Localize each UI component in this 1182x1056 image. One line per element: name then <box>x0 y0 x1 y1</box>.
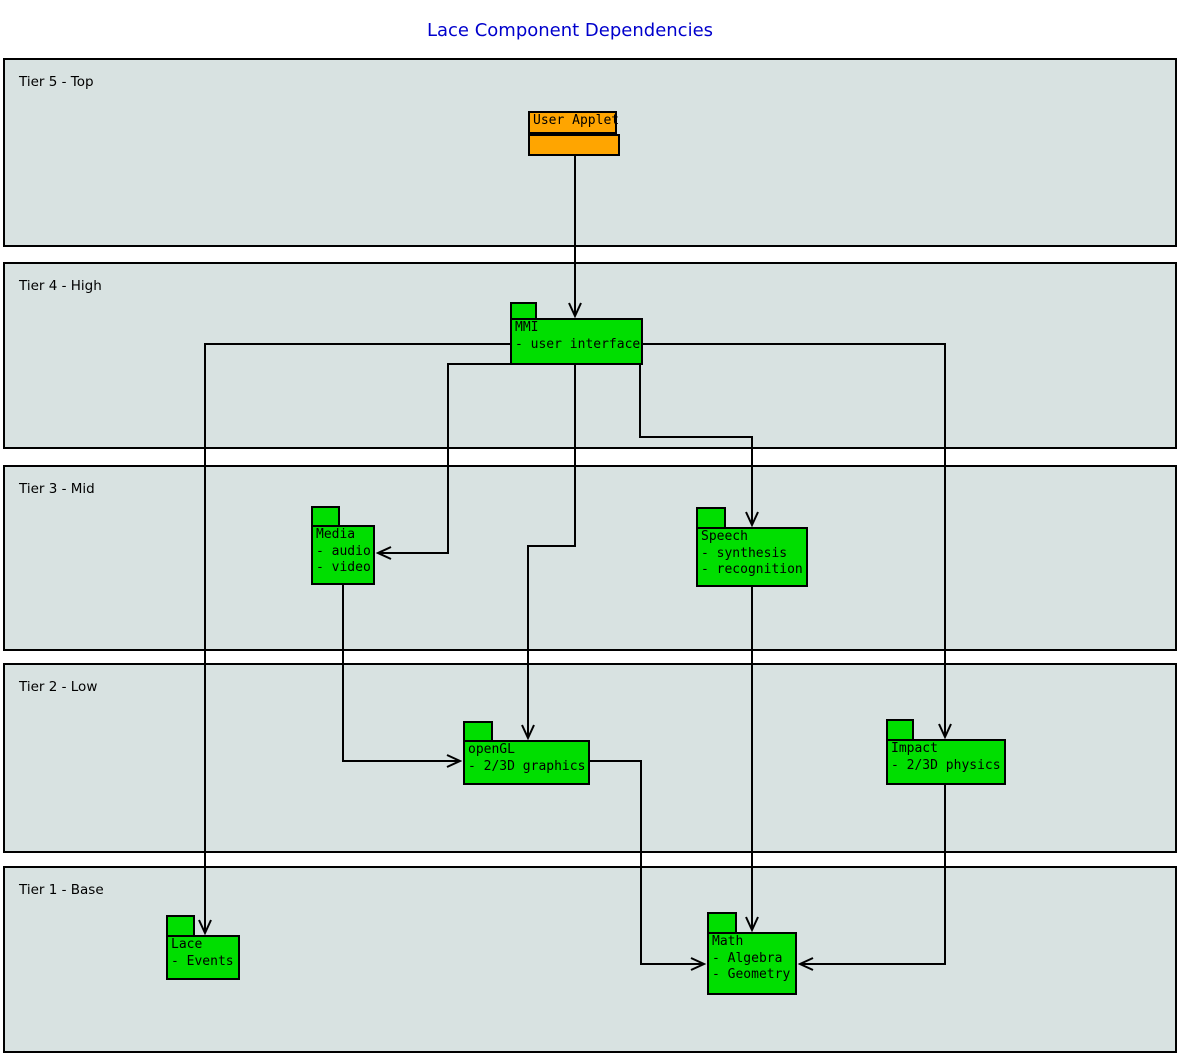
component-label-mmi: MMI - user interface <box>515 320 641 352</box>
edge-mmi-to-impact <box>643 343 946 737</box>
tier-label-tier-4: Tier 4 - High <box>19 278 102 294</box>
tier-label-tier-3: Tier 3 - Mid <box>19 481 95 497</box>
component-body-user-applet <box>528 134 620 156</box>
component-tab-speech <box>696 507 726 529</box>
component-body-lace <box>166 935 240 980</box>
arrowhead-media-to-opengl <box>446 754 463 768</box>
component-label-math: Math - Algebra - Geometry <box>712 934 791 982</box>
arrowhead-mmi-to-impact <box>938 723 952 740</box>
tier-band-tier-3: Tier 3 - Mid <box>3 465 1177 651</box>
component-body-opengl <box>463 740 590 785</box>
component-tab-lace <box>166 915 195 937</box>
diagram-title: Lace Component Dependencies <box>426 20 714 41</box>
edge-mmi-to-speech <box>639 365 753 525</box>
tier-label-tier-5: Tier 5 - Top <box>19 74 94 90</box>
tier-label-tier-2: Tier 2 - Low <box>19 679 98 695</box>
edge-impact-to-math <box>800 785 946 965</box>
arrowhead-mmi-to-speech <box>745 511 759 528</box>
component-tab-impact <box>886 719 914 741</box>
component-body-speech <box>696 527 808 587</box>
arrowhead-impact-to-math <box>797 957 814 971</box>
component-label-lace: Lace - Events <box>171 937 234 969</box>
arrowhead-user-applet-to-mmi <box>568 302 582 319</box>
component-body-mmi <box>510 318 643 365</box>
component-tab-user-applet <box>528 111 617 134</box>
component-tab-math <box>707 912 737 934</box>
edge-mmi-to-opengl <box>527 365 576 738</box>
tier-band-tier-1: Tier 1 - Base <box>3 866 1177 1053</box>
edge-mmi-to-media <box>378 363 510 554</box>
component-label-impact: Impact - 2/3D physics <box>891 741 1001 773</box>
edge-opengl-to-math <box>590 760 704 965</box>
component-body-impact <box>886 739 1006 785</box>
edge-media-to-opengl <box>342 585 460 762</box>
arrowhead-opengl-to-math <box>690 957 707 971</box>
component-tab-media <box>311 506 340 527</box>
component-tab-opengl <box>463 721 493 742</box>
edge-mmi-to-lace <box>204 343 510 933</box>
arrowhead-mmi-to-media <box>375 546 392 560</box>
component-label-speech: Speech - synthesis - recognition <box>701 529 803 577</box>
component-label-opengl: openGL - 2/3D graphics <box>468 742 586 774</box>
component-body-media <box>311 525 375 585</box>
arrowhead-mmi-to-opengl <box>521 724 535 741</box>
component-label-user-applet: User Applet <box>533 113 620 128</box>
component-label-media: Media - audio - video <box>316 527 371 575</box>
component-body-math <box>707 932 797 995</box>
arrowhead-mmi-to-lace <box>198 919 212 936</box>
tier-label-tier-1: Tier 1 - Base <box>19 882 104 898</box>
arrowhead-speech-to-math <box>745 916 759 933</box>
